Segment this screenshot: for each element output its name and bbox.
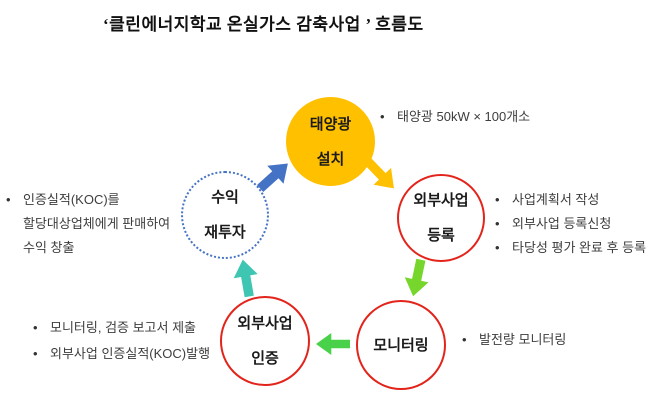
node-solar-install: 태양광 설치 bbox=[286, 97, 375, 186]
note-item: 사업계획서 작성 bbox=[495, 188, 646, 212]
arrow-register-to-monitoring-icon bbox=[399, 257, 434, 300]
node-profit-reinvestment: 수익 재투자 bbox=[181, 171, 269, 259]
notes-external-project-certification: 모니터링, 검증 보고서 제출 외부사업 인증실적(KOC)발행 bbox=[33, 315, 210, 367]
notes-monitoring: 발전량 모니터링 bbox=[462, 328, 566, 352]
arrow-reinvest-to-solar-icon bbox=[250, 152, 298, 200]
note-item: 발전량 모니터링 bbox=[462, 328, 566, 352]
note-item: 인증실적(KOC)를 할당대상업체에게 판매하여 수익 창출 bbox=[6, 188, 170, 260]
notes-profit-reinvestment: 인증실적(KOC)를 할당대상업체에게 판매하여 수익 창출 bbox=[6, 188, 170, 260]
notes-solar-install: 태양광 50kW × 100개소 bbox=[380, 105, 530, 129]
note-item: 타당성 평가 완료 후 등록 bbox=[495, 236, 646, 260]
page-title: ‘클린에너지학교 온실가스 감축사업 ’ 흐름도 bbox=[103, 15, 424, 34]
note-item: 태양광 50kW × 100개소 bbox=[380, 105, 530, 129]
notes-external-project-registration: 사업계획서 작성 외부사업 등록신청 타당성 평가 완료 후 등록 bbox=[495, 188, 646, 260]
note-item: 외부사업 인증실적(KOC)발행 bbox=[33, 341, 210, 367]
node-external-project-certification: 외부사업 인증 bbox=[220, 296, 310, 386]
note-item: 모니터링, 검증 보고서 제출 bbox=[33, 315, 210, 341]
arrow-monitoring-to-certify-icon bbox=[316, 331, 350, 357]
node-monitoring: 모니터링 bbox=[356, 300, 446, 390]
arrow-certify-to-reinvest-icon bbox=[229, 257, 263, 299]
note-item: 외부사업 등록신청 bbox=[495, 212, 646, 236]
node-external-project-registration: 외부사업 등록 bbox=[397, 174, 485, 262]
arrow-solar-to-register-icon bbox=[357, 151, 405, 199]
